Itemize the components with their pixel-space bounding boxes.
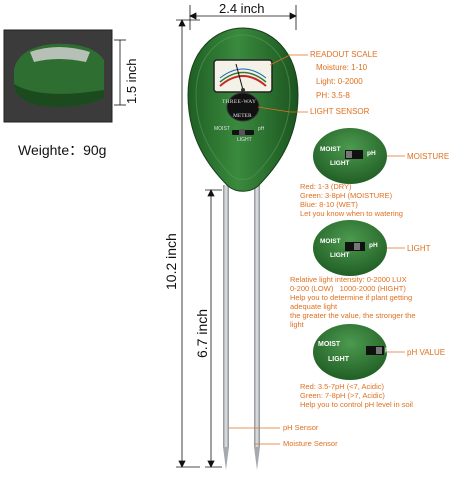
readout-title: READOUT SCALE — [310, 50, 378, 59]
ph-pill-ph: pH — [385, 346, 394, 353]
meter-ph-mark: pH — [258, 126, 265, 132]
readout-moisture: Moisture: 1-10 — [316, 63, 368, 72]
light-sensor-label: LIGHT SENSOR — [310, 107, 370, 116]
meter-switch — [232, 129, 254, 136]
meter-face-subtitle: METER — [233, 113, 252, 119]
moisture-pill-ph: pH — [367, 150, 376, 157]
moisture-pill-moist: MOIST — [320, 146, 341, 153]
mode-pill-light — [313, 220, 405, 276]
readout-light: Light: 0-2000 — [316, 77, 363, 86]
width-dimension — [189, 5, 297, 30]
ph-pill-moist: MOIST — [318, 341, 341, 348]
weight-label: Weighte：90g — [18, 142, 107, 158]
probe-height-label: 6.7 inch — [194, 308, 210, 358]
width-label: 2.4 inch — [219, 1, 265, 16]
mode-label-ph: pH VALUE — [407, 348, 446, 357]
ph-line-2: Green: 7-8pH (>7, Acidic) — [300, 391, 385, 400]
light-line-5: the greater the value, the stronger the — [290, 311, 416, 320]
mode-label-light: LIGHT — [407, 244, 431, 253]
callout-lines — [229, 54, 308, 445]
light-line-3: Help you to determine if plant getting — [290, 293, 413, 302]
probes — [223, 185, 260, 470]
meter-light-mark: LIGHT — [237, 137, 252, 143]
light-line-1: Relative light intensity: 0-2000 LUX — [290, 275, 407, 284]
thickness-label: 1.5 inch — [124, 58, 139, 104]
moisture-pill-light: LIGHT — [330, 160, 350, 167]
mode-pill-moisture — [313, 128, 405, 184]
light-line-6: light — [290, 320, 304, 329]
moisture-sensor-label: Moisture Sensor — [283, 439, 338, 448]
mode-label-moisture: MOISTURE — [407, 152, 450, 161]
moisture-line-3: Blue: 8-10 (WET) — [300, 200, 358, 209]
ph-pill-light: LIGHT — [328, 356, 349, 363]
meter-face-title: THREE-WAY — [222, 99, 257, 105]
light-pill-moist: MOIST — [320, 238, 341, 245]
ph-line-1: Red: 3.5-7pH (<7, Acidic) — [300, 382, 384, 391]
total-height-label: 10.2 inch — [163, 233, 179, 290]
total-height-dimension — [176, 19, 200, 468]
light-line-4: adequate light — [290, 302, 338, 311]
moisture-line-2: Green: 3-8pH (MOISTURE) — [300, 191, 393, 200]
meter-face — [213, 59, 273, 93]
ph-line-3: Help you to control pH level in soil — [300, 400, 413, 409]
light-line-2: 0-200 (LOW) 1000-2000 (HIGHT) — [290, 284, 406, 293]
ph-sensor-label: pH Sensor — [283, 423, 319, 432]
readout-ph: PH: 3.5-8 — [316, 91, 350, 100]
moisture-line-1: Red: 1-3 (DRY) — [300, 182, 352, 191]
probe-dimension — [205, 189, 222, 468]
mode-pill-ph — [313, 324, 405, 380]
light-pill-ph: pH — [369, 242, 378, 249]
moisture-line-4: Let you know when to watering — [300, 209, 403, 218]
thickness-dimension — [114, 39, 126, 106]
side-view-inset — [3, 29, 113, 123]
light-pill-light: LIGHT — [330, 252, 350, 259]
meter-moist-mark: MOIST — [214, 126, 230, 132]
